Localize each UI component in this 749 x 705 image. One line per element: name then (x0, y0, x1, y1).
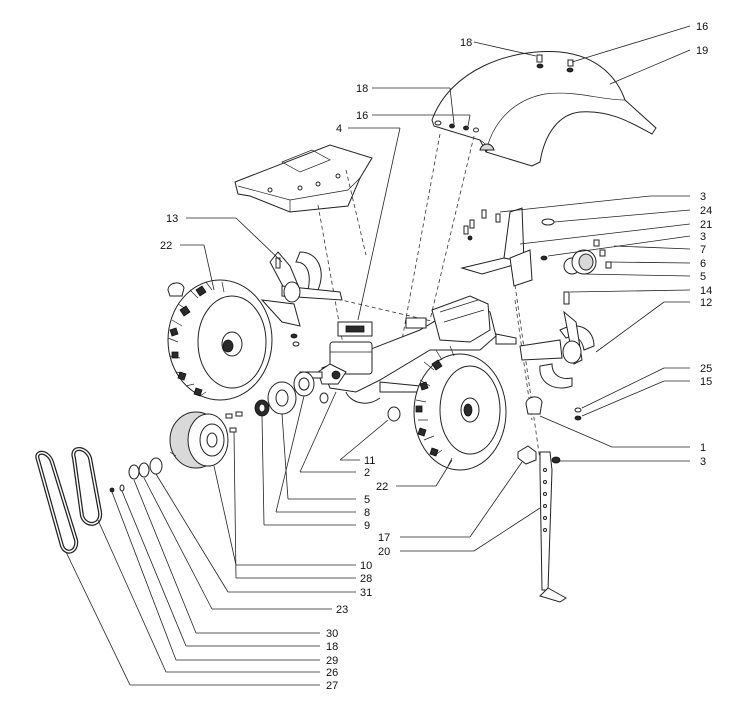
right-wheel-cap (525, 396, 543, 415)
hitch-bracket (460, 207, 612, 287)
label-12: 12 (700, 297, 712, 309)
left-wheel-cap (167, 282, 185, 297)
label-24: 24 (700, 205, 712, 217)
label-29: 29 (326, 655, 338, 667)
label-20: 20 (378, 546, 390, 558)
label-3: 3 (700, 231, 706, 243)
label-31: 31 (360, 587, 372, 599)
label-3: 3 (700, 456, 706, 468)
label-8: 8 (364, 507, 370, 519)
label-22: 22 (160, 240, 172, 252)
label-16: 16 (356, 110, 368, 122)
part-labels: 18 16 19 18 16 4 13 22 3 24 21 3 7 6 5 1… (160, 21, 712, 692)
label-18: 18 (326, 641, 338, 653)
label-23: 23 (336, 604, 348, 616)
label-17: 17 (378, 532, 390, 544)
label-7: 7 (700, 244, 706, 256)
left-wheel (167, 279, 273, 401)
mounting-plate (234, 144, 373, 213)
right-tines (519, 291, 595, 421)
hood-fasteners (434, 54, 574, 133)
leader-lines (65, 25, 691, 686)
left-tines (260, 251, 343, 347)
pulley (169, 411, 243, 469)
label-30: 30 (326, 628, 338, 640)
label-14: 14 (700, 285, 712, 297)
label-11: 11 (364, 455, 375, 467)
label-26: 26 (326, 667, 338, 679)
label-4: 4 (336, 123, 342, 135)
label-10: 10 (360, 560, 372, 572)
label-6: 6 (700, 258, 706, 270)
pulley-washers (109, 457, 163, 493)
tine-hood (431, 51, 657, 167)
label-27: 27 (326, 680, 338, 692)
label-16: 16 (696, 21, 708, 33)
label-19: 19 (696, 45, 708, 57)
v-belts (35, 447, 103, 554)
label-21: 21 (700, 219, 712, 231)
label-2: 2 (364, 467, 370, 479)
label-1: 1 (700, 442, 706, 454)
label-5: 5 (700, 271, 706, 283)
label-18: 18 (356, 83, 368, 95)
label-15: 15 (700, 376, 712, 388)
label-28: 28 (360, 573, 372, 585)
label-9: 9 (364, 520, 370, 532)
label-22: 22 (376, 481, 388, 493)
label-13: 13 (166, 213, 178, 225)
depth-bar (517, 445, 567, 603)
right-wheel (413, 345, 507, 471)
label-5: 5 (364, 494, 370, 506)
gear-housing (299, 295, 517, 404)
label-18: 18 (460, 37, 472, 49)
label-25: 25 (700, 363, 712, 375)
label-3: 3 (700, 191, 706, 203)
